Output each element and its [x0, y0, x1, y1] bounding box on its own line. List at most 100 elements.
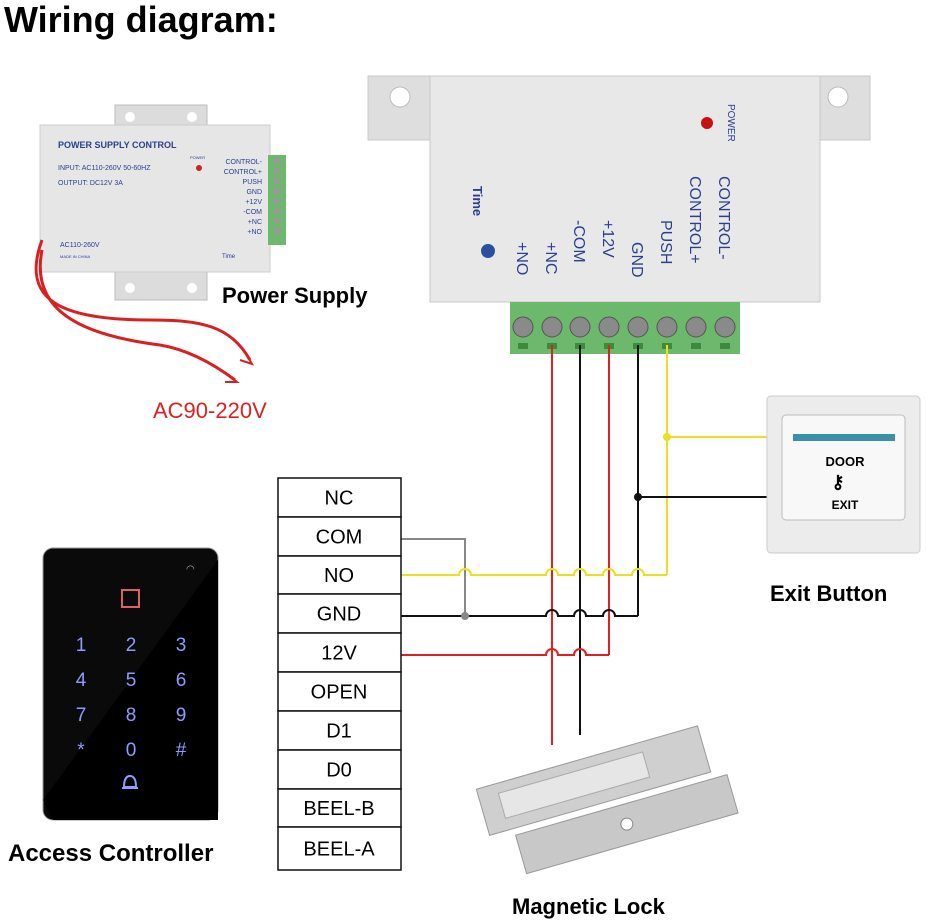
wire	[401, 538, 466, 616]
wifi-icon: ◠	[186, 564, 195, 575]
screw-icon	[273, 227, 281, 235]
terminal-cell	[277, 477, 402, 518]
terminal-label: CONTROL+	[686, 176, 703, 264]
small-terminal-label: +NO	[247, 229, 262, 236]
terminal-cell-label: OPEN	[311, 682, 368, 704]
terminal-cell-label: D0	[326, 760, 352, 782]
access-controller-keypad: ◠ 1 2 3 4 5 6 7 8 9 * 0 #	[42, 547, 219, 821]
terminal-label: PUSH	[657, 220, 674, 264]
terminal-label: +NC	[542, 242, 559, 274]
terminal-cell	[277, 632, 402, 673]
exit-button-device: DOOR ⚷ EXIT	[766, 395, 921, 554]
key-icon: ⚷	[831, 472, 844, 492]
screw-icon	[273, 187, 281, 195]
terminal-label: CONTROL-	[715, 176, 732, 260]
arrow-icon	[239, 351, 255, 366]
terminal-cell-label: COM	[316, 527, 363, 549]
bps-time: Time	[470, 186, 485, 216]
small-terminal-label: CONTROL-	[225, 159, 262, 166]
terminal-cell-label: NO	[324, 565, 354, 587]
keypad-key: 0	[126, 740, 137, 761]
terminal-cell-label: 12V	[321, 643, 357, 665]
junction-dot	[634, 493, 642, 501]
wires	[401, 345, 770, 745]
terminal-cell-label: D1	[326, 721, 352, 743]
keypad-key: 6	[176, 670, 187, 691]
bps-power: POWER	[725, 104, 736, 142]
terminal-cell-label: NC	[325, 488, 354, 510]
small-terminal-label: GND	[246, 189, 262, 196]
ps-time: Time	[222, 254, 236, 260]
arrow-icon	[225, 374, 240, 383]
keypad-key: #	[176, 740, 187, 761]
diagram-title: Wiring diagram:	[4, 0, 278, 40]
screw-icon	[598, 316, 620, 338]
keypad-key: *	[77, 740, 85, 761]
power-led-icon	[196, 165, 202, 171]
terminal-label: +NO	[513, 242, 530, 275]
terminal-label: +12V	[599, 220, 616, 258]
keypad-key: 3	[176, 635, 187, 656]
card-reader-icon	[121, 589, 140, 608]
screw-icon	[569, 316, 591, 338]
power-supply-label: Power Supply	[222, 283, 368, 308]
screw-icon	[273, 157, 281, 165]
ps-input: INPUT: AC110-260V 50-60HZ	[58, 165, 151, 172]
screw-icon	[627, 316, 649, 338]
junction-dot	[663, 433, 671, 441]
keypad-key: 2	[126, 635, 137, 656]
terminal-cell-label: BEEL-B	[303, 798, 374, 820]
screw-icon	[714, 316, 736, 338]
screw-icon	[273, 207, 281, 215]
terminal-cell	[277, 555, 402, 595]
screw-icon	[512, 316, 534, 338]
terminal-cell	[277, 710, 402, 751]
terminal-cell	[277, 826, 402, 871]
terminal-label: GND	[628, 242, 645, 278]
screw-icon	[273, 197, 281, 205]
ps-ac: AC110-260V	[60, 242, 100, 249]
ps-heading: POWER SUPPLY CONTROL	[58, 140, 177, 150]
small-terminal-label: -COM	[243, 209, 262, 216]
ps-made: MADE IN CHINA	[60, 254, 91, 259]
exit-button-label: Exit Button	[770, 581, 887, 606]
keypad-key: 1	[76, 635, 87, 656]
small-power-supply: POWER SUPPLY CONTROL INPUT: AC110-260V 5…	[34, 104, 286, 383]
screw-icon	[656, 316, 678, 338]
keypad-key: 7	[76, 705, 87, 726]
ps-power: POWER	[190, 155, 205, 160]
wire	[401, 609, 638, 617]
keypad-key: 8	[126, 705, 137, 726]
screw-icon	[273, 217, 281, 225]
terminal-cell	[277, 788, 402, 828]
ac-voltage-label: AC90-220V	[153, 398, 267, 423]
exit-text: EXIT	[832, 498, 859, 512]
screw-icon	[273, 167, 281, 175]
magnetic-lock-label: Magnetic Lock	[512, 894, 666, 919]
small-terminal-label: +NC	[248, 219, 262, 226]
keypad-key: 5	[126, 670, 137, 691]
small-terminal-label: PUSH	[243, 179, 262, 186]
ps-output: OUTPUT: DC12V 3A	[58, 180, 123, 187]
small-terminal-label: CONTROL+	[224, 169, 262, 176]
power-led-icon	[701, 117, 713, 129]
keypad-key: 9	[176, 705, 187, 726]
wire	[401, 648, 609, 656]
screw-icon	[685, 316, 707, 338]
terminal-cell	[277, 749, 402, 790]
screw-icon	[273, 177, 281, 185]
small-terminal-label: +12V	[245, 199, 262, 206]
terminal-cell-label: BEEL-A	[303, 839, 375, 861]
access-controller-label: Access Controller	[8, 840, 213, 867]
screw-icon	[541, 316, 563, 338]
terminal-cell-label: GND	[317, 604, 361, 626]
terminal-cell	[277, 671, 402, 712]
door-text: DOOR	[826, 454, 866, 469]
terminal-cell	[277, 593, 402, 634]
keypad-key: 4	[76, 670, 87, 691]
terminal-cell	[277, 516, 402, 557]
time-knob-icon	[481, 244, 495, 258]
